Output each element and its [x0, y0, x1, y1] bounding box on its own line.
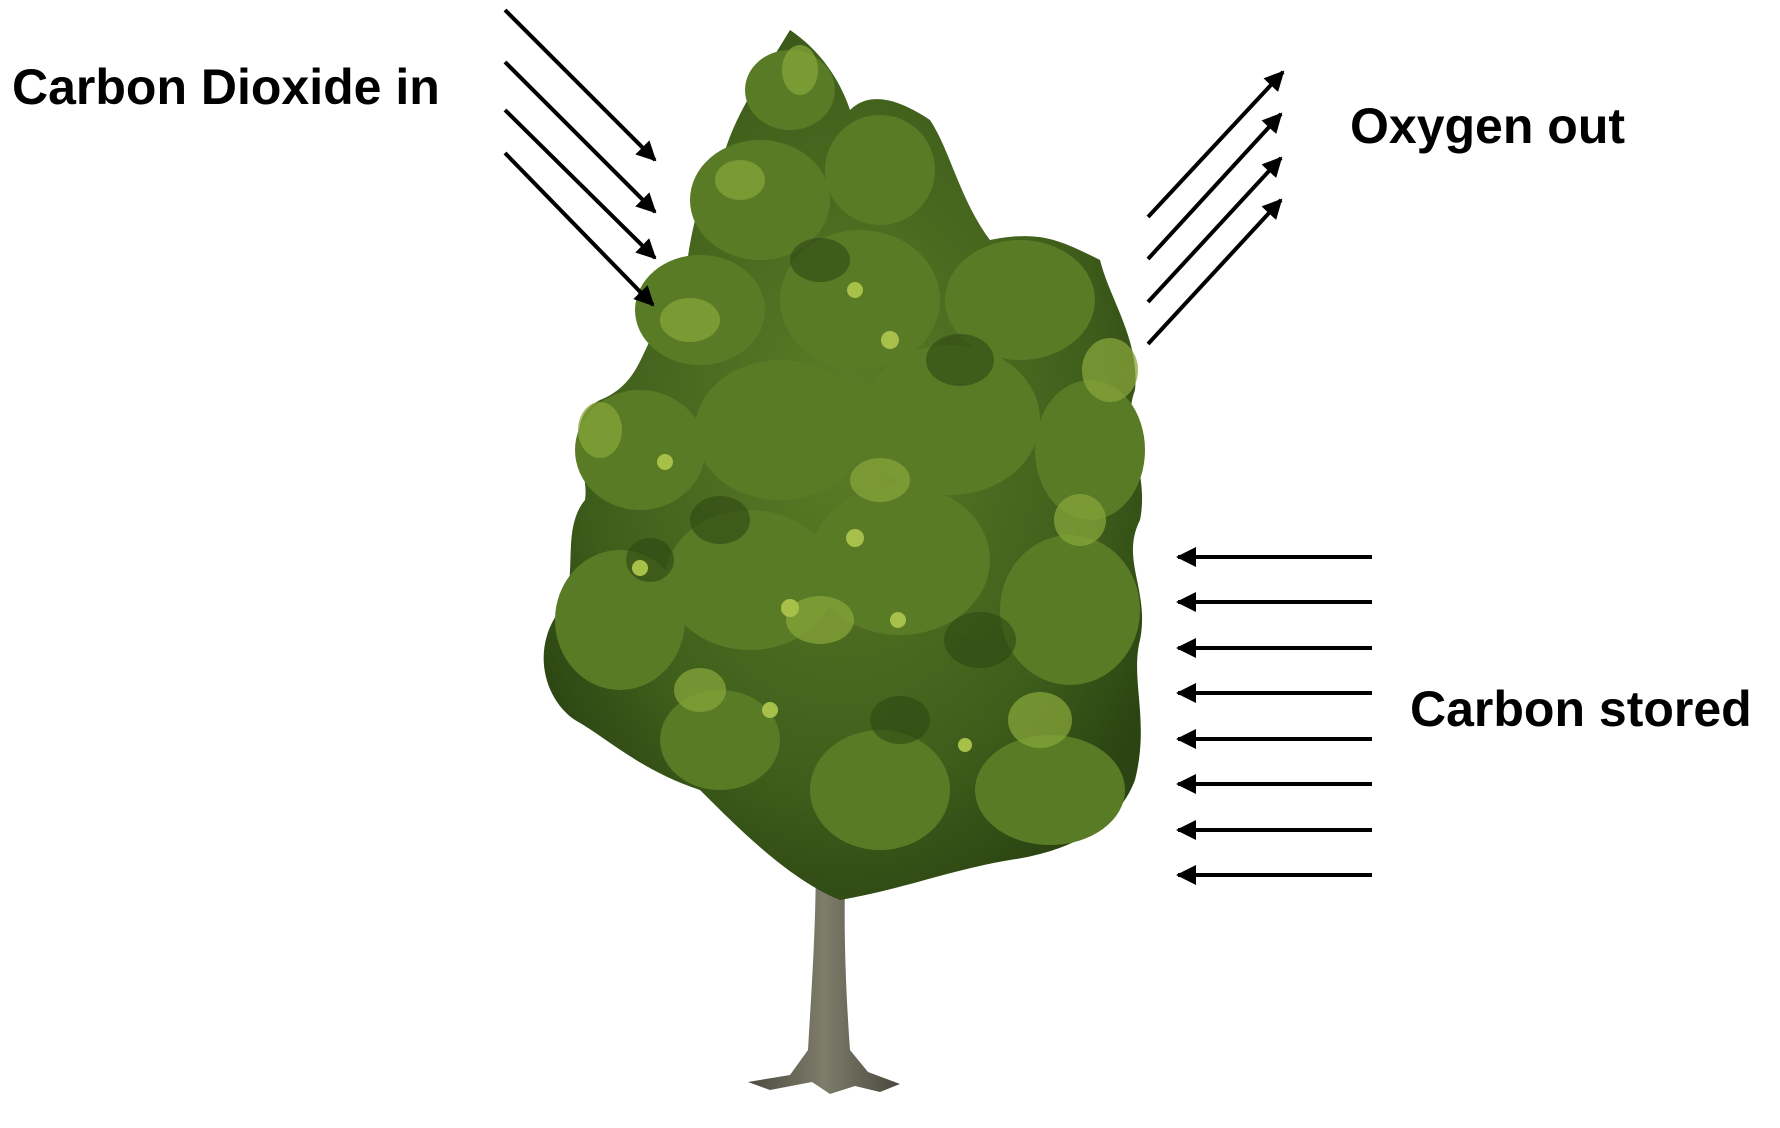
- oxygen-out-label: Oxygen out: [1350, 101, 1625, 151]
- o2-arrow: [1148, 158, 1281, 302]
- co2-arrow: [505, 110, 655, 258]
- carbon-stored-arrows: [1178, 557, 1372, 875]
- o2-arrow: [1148, 200, 1281, 344]
- carbon-dioxide-in-arrows: [505, 10, 655, 305]
- oxygen-out-arrows: [1148, 72, 1283, 344]
- co2-arrow: [505, 153, 653, 305]
- carbon-stored-label: Carbon stored: [1410, 684, 1752, 734]
- o2-arrow: [1148, 114, 1281, 259]
- carbon-dioxide-in-label: Carbon Dioxide in: [12, 62, 440, 112]
- o2-arrow: [1148, 72, 1283, 217]
